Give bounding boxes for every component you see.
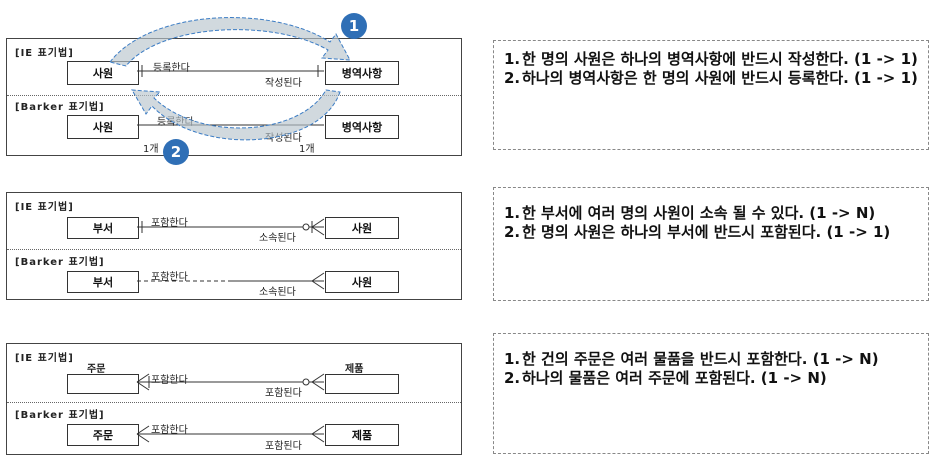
entity-employee: 사원 [325,271,399,293]
ie-notation-label: [IE 표기법] [15,353,74,364]
relation-bottom-label: 작성된다 [265,78,302,89]
entity-product [325,374,399,394]
entity-department: 부서 [67,217,139,239]
entity-order-label: 주문 [87,364,106,375]
explanation-card-1: 1.한 명의 사원은 하나의 병역사항에 반드시 작성한다. (1 -> 1) … [493,40,929,150]
relation-top-label: 포함한다 [151,218,188,229]
explanation-item: 1.한 명의 사원은 하나의 병역사항에 반드시 작성한다. (1 -> 1) [504,50,918,68]
explanation-item: 2.한 명의 사원은 하나의 부서에 반드시 포함된다. (1 -> 1) [504,223,891,241]
relation-top-label: 포함한다 [151,375,188,386]
entity-order [67,374,139,394]
barker-notation-label: [Barker 표기법] [15,102,105,113]
diagram-panel-1: [IE 표기법] 사원 병역사항 등록한다 작성된다 [Barker 표기법] … [6,38,462,156]
notation-divider [7,95,461,96]
explanation-item: 2.하나의 병역사항은 한 명의 사원에 반드시 등록한다. (1 -> 1) [504,69,918,87]
explanation-card-3: 1.한 건의 주문은 여러 물품을 반드시 포함한다. (1 -> N) 2.하… [493,333,929,454]
entity-military-record: 병역사항 [325,61,399,85]
diagram-panel-3: [IE 표기법] 주문 제품 포함한다 포함된다 [Barker 표기법] 주문… [6,343,462,455]
explanation-item: 1.한 건의 주문은 여러 물품을 반드시 포함한다. (1 -> N) [504,350,879,368]
step-badge-1: 1 [341,13,367,39]
notation-divider [7,249,461,250]
barker-notation-label: [Barker 표기법] [15,410,105,421]
relation-top-label: 포함한다 [151,272,188,283]
explanation-item: 2.하나의 물품은 여러 주문에 포함된다. (1 -> N) [504,369,827,387]
relation-top-label: 등록한다 [157,117,194,128]
entity-product-label: 제품 [345,364,364,375]
relation-bottom-label: 소속된다 [259,287,296,298]
entity-employee: 사원 [325,217,399,239]
entity-military-record: 병역사항 [325,115,399,139]
entity-department: 부서 [67,271,139,293]
entity-order: 주문 [67,424,139,446]
diagram-panel-2: [IE 표기법] 부서 사원 포함한다 소속된다 [Barker 표기법] 부서… [6,192,462,300]
barker-notation-label: [Barker 표기법] [15,257,105,268]
cardinality-left-label: 1개 [143,144,159,155]
entity-employee: 사원 [67,115,139,139]
relation-bottom-label: 작성된다 [265,133,302,144]
relation-bottom-label: 소속된다 [259,233,296,244]
entity-employee: 사원 [67,61,139,85]
relation-bottom-label: 포함된다 [265,441,302,452]
relation-top-label: 등록한다 [153,63,190,74]
explanation-card-2: 1.한 부서에 여러 명의 사원이 소속 될 수 있다. (1 -> N) 2.… [493,187,929,301]
ie-notation-label: [IE 표기법] [15,48,74,59]
ie-notation-label: [IE 표기법] [15,202,74,213]
explanation-item: 1.한 부서에 여러 명의 사원이 소속 될 수 있다. (1 -> N) [504,204,876,222]
relation-bottom-label: 포함된다 [265,388,302,399]
relation-top-label: 포함한다 [151,425,188,436]
notation-divider [7,402,461,403]
entity-product: 제품 [325,424,399,446]
cardinality-right-label: 1개 [299,144,315,155]
step-badge-2: 2 [163,139,189,165]
